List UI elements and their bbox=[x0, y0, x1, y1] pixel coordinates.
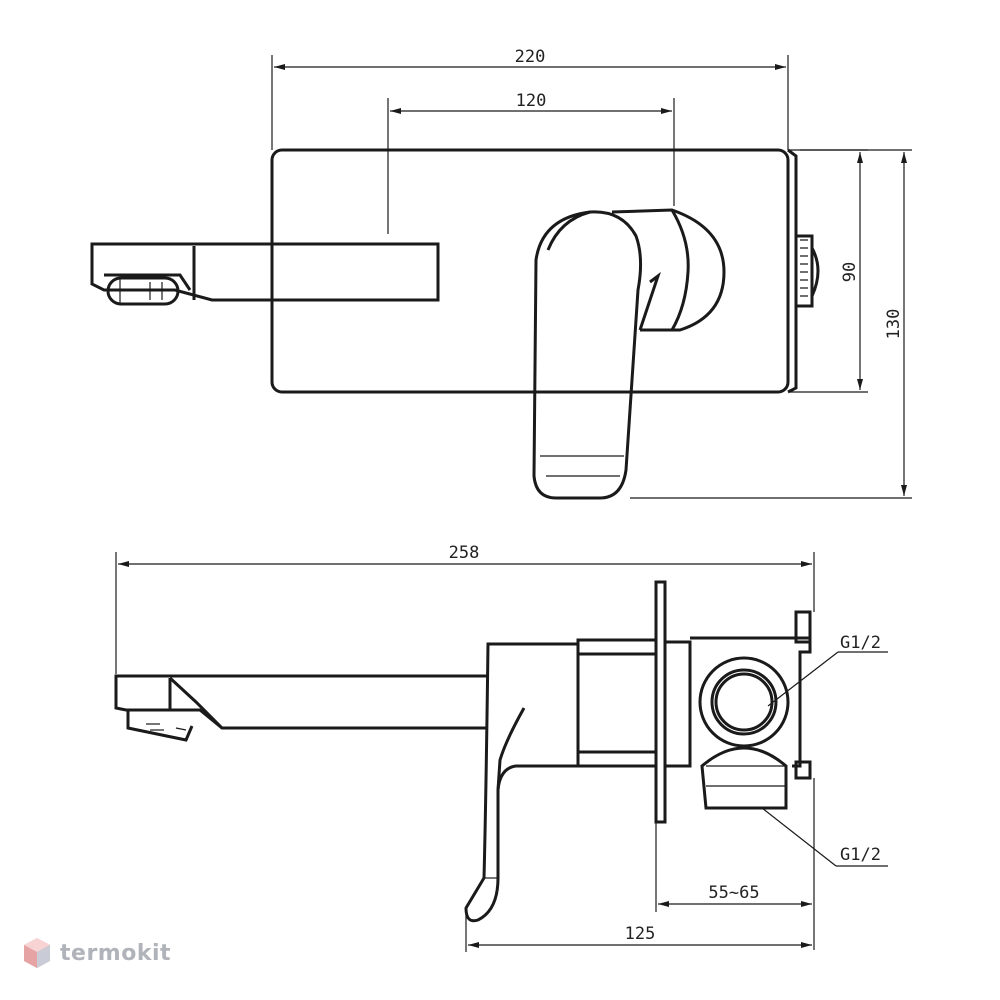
spout-front bbox=[90, 242, 440, 306]
brand-logo: termokit bbox=[22, 936, 171, 970]
handle-side bbox=[464, 642, 580, 923]
dim-120: 120 bbox=[387, 91, 675, 234]
hexagon-cube-icon bbox=[24, 938, 50, 968]
dim-55-65: 55~65 bbox=[655, 778, 815, 950]
dim-130: 130 bbox=[630, 149, 912, 499]
dim-258: 258 bbox=[115, 543, 815, 674]
dim-130-label: 130 bbox=[884, 309, 904, 340]
side-outlet bbox=[794, 234, 820, 308]
spout-side bbox=[114, 674, 488, 742]
front-view: 220 120 90 130 bbox=[90, 47, 912, 500]
wall-flange-side bbox=[654, 580, 667, 824]
leader-thread-upper: G1/2 bbox=[767, 633, 888, 707]
dim-90: 90 bbox=[790, 149, 868, 393]
dim-125: 125 bbox=[465, 914, 812, 952]
dim-258-label: 258 bbox=[449, 543, 480, 563]
body-side bbox=[576, 638, 658, 768]
concealed-box-side bbox=[665, 610, 812, 810]
thread-upper-label: G1/2 bbox=[840, 633, 881, 653]
brand-logo-text: termokit bbox=[60, 940, 172, 966]
dim-55-65-label: 55~65 bbox=[708, 883, 759, 903]
dim-90-label: 90 bbox=[840, 262, 860, 282]
side-view: G1/2 G1/2 258 55~65 125 bbox=[114, 543, 888, 952]
thread-lower-label: G1/2 bbox=[840, 845, 881, 865]
wall-plate bbox=[270, 148, 790, 394]
dim-220: 220 bbox=[271, 47, 789, 150]
mixer-body-front bbox=[611, 208, 726, 332]
leader-thread-lower: G1/2 bbox=[761, 807, 888, 867]
dim-125-label: 125 bbox=[625, 924, 656, 944]
dim-220-label: 220 bbox=[515, 47, 546, 67]
dim-120-label: 120 bbox=[516, 91, 547, 111]
handle-front bbox=[532, 210, 661, 500]
